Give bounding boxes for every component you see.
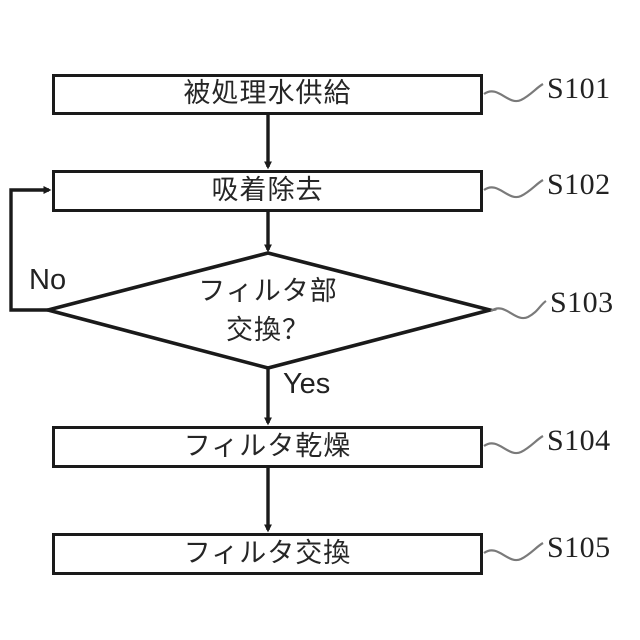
process-label-s105: フィルタ交換 <box>183 537 352 569</box>
branch-label-yes: Yes <box>283 368 331 400</box>
process-box-s104[interactable]: フィルタ乾燥 <box>52 426 483 468</box>
process-box-s102[interactable]: 吸着除去 <box>52 170 483 212</box>
decision-label-s103-line2: 交換？ <box>226 315 310 347</box>
leader-squiggle-s102 <box>483 179 544 199</box>
process-box-s101[interactable]: 被処理水供給 <box>52 74 483 115</box>
process-box-s105[interactable]: フィルタ交換 <box>52 533 483 575</box>
process-label-s101: 被処理水供給 <box>183 78 352 110</box>
leader-squiggle-s104 <box>483 435 544 455</box>
step-tag-s105: S105 <box>547 531 611 564</box>
leader-squiggle-s103 <box>490 300 547 320</box>
leader-squiggle-s105 <box>483 542 544 562</box>
decision-label-s103-line1: フィルタ部 <box>198 276 338 307</box>
process-label-s104: フィルタ乾燥 <box>183 430 352 462</box>
edge-s103-no-loop-to-s102 <box>9 186 52 312</box>
decision-label-s103: フィルタ部 交換？ <box>138 272 398 350</box>
step-tag-s104: S104 <box>547 424 611 457</box>
step-tag-s101: S101 <box>547 72 611 105</box>
leader-squiggle-s101 <box>483 83 544 103</box>
process-label-s102: 吸着除去 <box>211 174 324 206</box>
step-tag-s102: S102 <box>547 168 611 201</box>
step-tag-s103: S103 <box>550 286 614 319</box>
branch-label-no: No <box>29 264 67 296</box>
